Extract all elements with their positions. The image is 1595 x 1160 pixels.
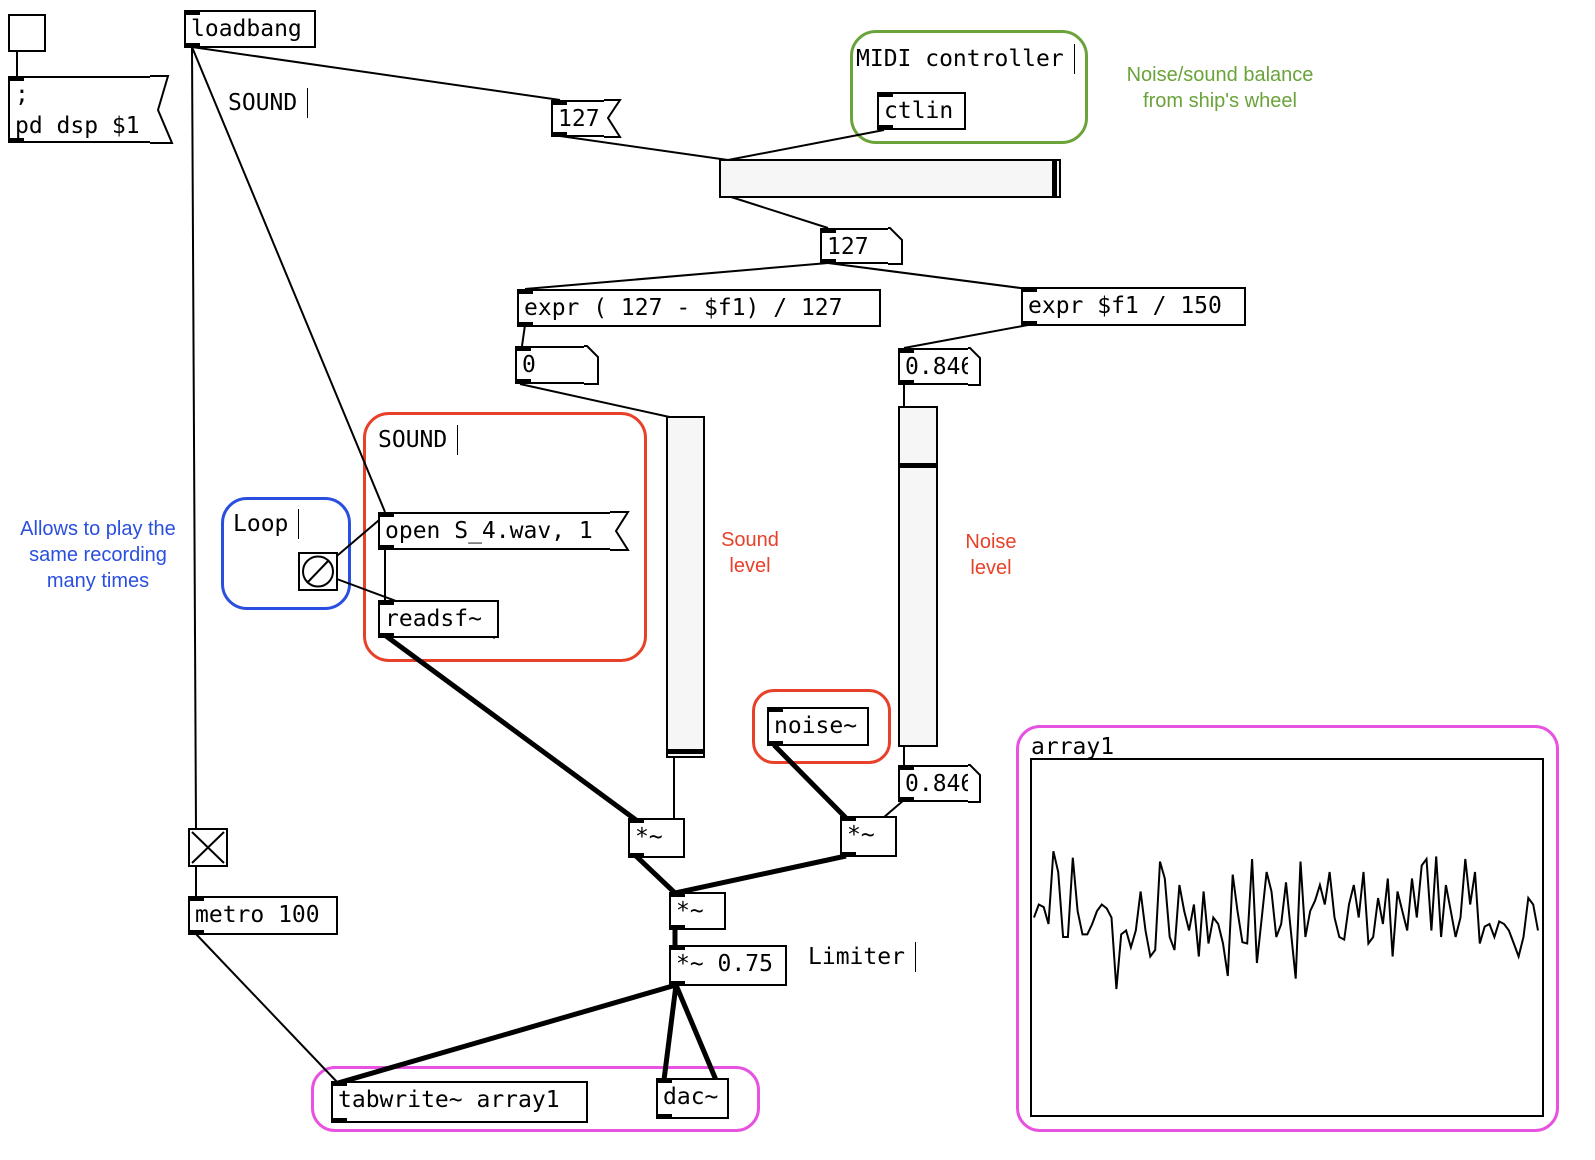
sound-group-comment: SOUND xyxy=(378,425,459,455)
balance-hslider[interactable] xyxy=(719,159,1061,198)
mult-sum-object[interactable]: *~ xyxy=(669,892,726,930)
mult-noise-object[interactable]: *~ xyxy=(840,816,897,857)
balance-note: Noise/sound balance from ship's wheel xyxy=(1126,64,1314,112)
metro-object[interactable]: metro 100 xyxy=(188,896,338,935)
array-graph[interactable] xyxy=(1030,758,1544,1117)
limiter-comment: Limiter xyxy=(808,942,916,972)
num-127-mid[interactable]: 127 xyxy=(820,228,890,264)
sound-level-slider[interactable] xyxy=(666,416,705,758)
dac-object[interactable]: dac~ xyxy=(656,1078,729,1119)
noise-slider-handle[interactable] xyxy=(900,463,936,468)
tabwrite-object[interactable]: tabwrite~ array1 xyxy=(331,1081,588,1123)
msg-127-top[interactable]: 127 xyxy=(551,100,606,137)
loop-comment: Loop xyxy=(233,509,300,539)
toggle-x-icon xyxy=(191,831,225,864)
output-group-outline xyxy=(311,1066,760,1132)
expr-left-object[interactable]: expr ( 127 - $f1) / 127 xyxy=(517,289,881,327)
num-0846-bottom[interactable]: 0.846 xyxy=(898,765,974,802)
array-group-outline xyxy=(1016,725,1559,1132)
loop-group-outline xyxy=(221,497,351,610)
dsp-message-line2: pd dsp $1 xyxy=(15,113,140,139)
loadbang-object[interactable]: loadbang xyxy=(184,10,316,48)
array-waveform-line xyxy=(1033,850,1539,990)
mult-sound-object[interactable]: *~ xyxy=(628,818,685,858)
noise-group-outline xyxy=(752,689,891,764)
sound-slider-handle[interactable] xyxy=(668,749,703,754)
noise-level-note: Noise level xyxy=(965,531,1017,579)
loop-help-note: Allows to play the same recording many t… xyxy=(20,518,176,592)
bang-circle-icon xyxy=(302,555,334,588)
array-waveform xyxy=(1033,850,1539,990)
sound-comment-top: SOUND xyxy=(228,88,309,118)
open-message[interactable]: open S_4.wav, 1 xyxy=(378,512,612,550)
midi-controller-comment: MIDI controller xyxy=(856,44,1075,74)
dsp-toggle[interactable] xyxy=(8,14,46,52)
noise-level-slider[interactable] xyxy=(898,406,938,747)
midi-group-outline xyxy=(850,30,1088,144)
noise-object[interactable]: noise~ xyxy=(767,707,869,746)
array-label: array1 xyxy=(1031,734,1115,760)
dsp-message[interactable]: ; pd dsp $1 xyxy=(8,76,168,143)
num-zero[interactable]: 0 xyxy=(515,346,585,384)
loop-bang[interactable] xyxy=(298,552,338,591)
mult-limit-object[interactable]: *~ 0.75 xyxy=(669,945,787,986)
sound-group-outline xyxy=(363,412,647,662)
hslider-handle[interactable] xyxy=(1052,161,1057,196)
metro-toggle[interactable] xyxy=(188,828,228,867)
ctlin-object[interactable]: ctlin xyxy=(877,92,966,130)
dsp-message-line1: ; xyxy=(15,82,29,108)
sound-level-note: Sound level xyxy=(721,529,779,577)
expr-right-object[interactable]: expr $f1 / 150 xyxy=(1021,287,1246,326)
readsf-object[interactable]: readsf~ xyxy=(378,600,499,638)
num-0846-top[interactable]: 0.846 xyxy=(898,348,974,385)
